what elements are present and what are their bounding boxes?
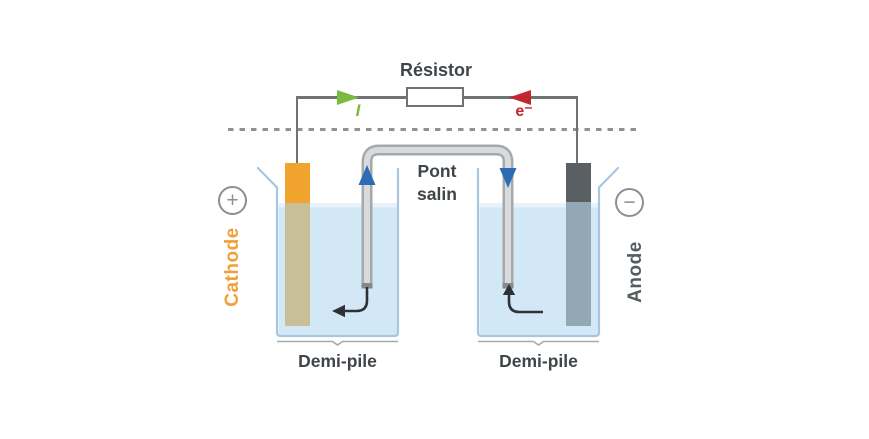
- half-cell-brace-left: [277, 340, 398, 346]
- cathode-label: Cathode: [222, 227, 243, 307]
- anode-electrode-submerged: [566, 202, 591, 326]
- wire-top-right: [463, 96, 578, 99]
- reaction-arrow-left-icon: [332, 304, 345, 318]
- wire-top-left: [295, 96, 408, 99]
- cathode-electrode-submerged: [285, 203, 310, 326]
- waterline-left: [278, 203, 397, 208]
- salt-bridge-tip-left: [361, 283, 373, 289]
- minus-sign: −: [623, 190, 636, 214]
- reaction-arrow-left-line: [343, 287, 369, 313]
- waterline-right: [479, 203, 598, 208]
- cathode-electrode-top: [285, 163, 310, 203]
- resistor-box: [406, 87, 464, 107]
- anode-electrode-top: [566, 163, 591, 202]
- solution-left: [278, 203, 397, 336]
- beaker-right: [476, 166, 620, 338]
- ion-down-arrow-icon: [499, 168, 517, 188]
- anode-label: Anode: [625, 241, 646, 303]
- circuit-boundary-dashed-line: [228, 128, 640, 131]
- wire-right-vertical: [575, 96, 578, 164]
- beaker-left: [256, 166, 400, 338]
- plus-terminal-icon: +: [218, 186, 247, 215]
- half-cell-label-right: Demi-pile: [499, 351, 578, 371]
- salt-bridge-tip-right: [502, 283, 514, 289]
- salt-bridge-label: Pont salin: [417, 161, 457, 204]
- current-label: I: [355, 101, 361, 120]
- plus-sign: +: [226, 188, 239, 212]
- half-cell-label-left: Demi-pile: [298, 351, 377, 371]
- reaction-arrow-right-icon: [502, 284, 516, 295]
- resistor-label: Résistor: [399, 60, 473, 80]
- electron-label: e⁻: [515, 103, 533, 120]
- solution-right: [479, 203, 598, 336]
- half-cell-brace-right: [478, 340, 599, 346]
- reaction-arrow-right-line: [507, 293, 543, 314]
- wire-left-vertical: [295, 96, 298, 164]
- ion-up-arrow-icon: [358, 165, 376, 185]
